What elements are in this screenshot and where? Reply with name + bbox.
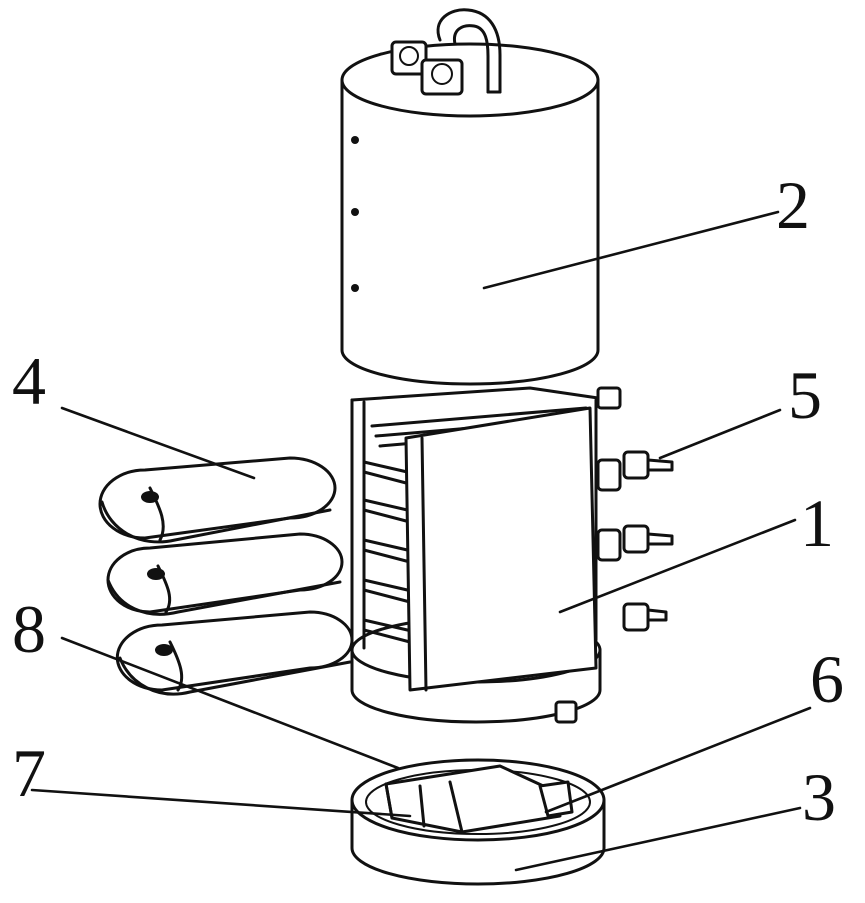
part-4-battery-pack-top: [98, 456, 337, 544]
label-part-2: 2: [776, 167, 810, 243]
leader-1: [558, 518, 797, 614]
part-4-battery-pack-bottom: [115, 610, 354, 696]
label-part-1: 1: [800, 485, 834, 561]
part-4-battery-pack-middle: [106, 532, 344, 616]
leader-3: [514, 806, 802, 872]
leader-6: [544, 706, 812, 814]
part-2-cylinder-housing: [340, 42, 600, 386]
part-labels: 2 4 5 1 8 6 7 3: [12, 167, 844, 835]
label-part-6: 6: [810, 641, 844, 717]
part-1-rack-frame: [350, 386, 622, 724]
part-7-base-module: [384, 764, 562, 834]
top-fittings: [390, 8, 502, 96]
leader-2: [482, 210, 780, 290]
part-5-connectors: [596, 450, 674, 632]
label-part-7: 7: [12, 735, 46, 811]
label-part-5: 5: [788, 357, 822, 433]
leader-5: [658, 408, 782, 460]
leader-7: [30, 788, 412, 818]
leader-4: [60, 406, 256, 480]
part-6-side-block: [538, 780, 574, 818]
label-part-3: 3: [802, 759, 836, 835]
label-part-4: 4: [12, 343, 46, 419]
label-part-8: 8: [12, 591, 46, 667]
leader-8: [60, 636, 400, 770]
leader-lines: [30, 210, 812, 872]
